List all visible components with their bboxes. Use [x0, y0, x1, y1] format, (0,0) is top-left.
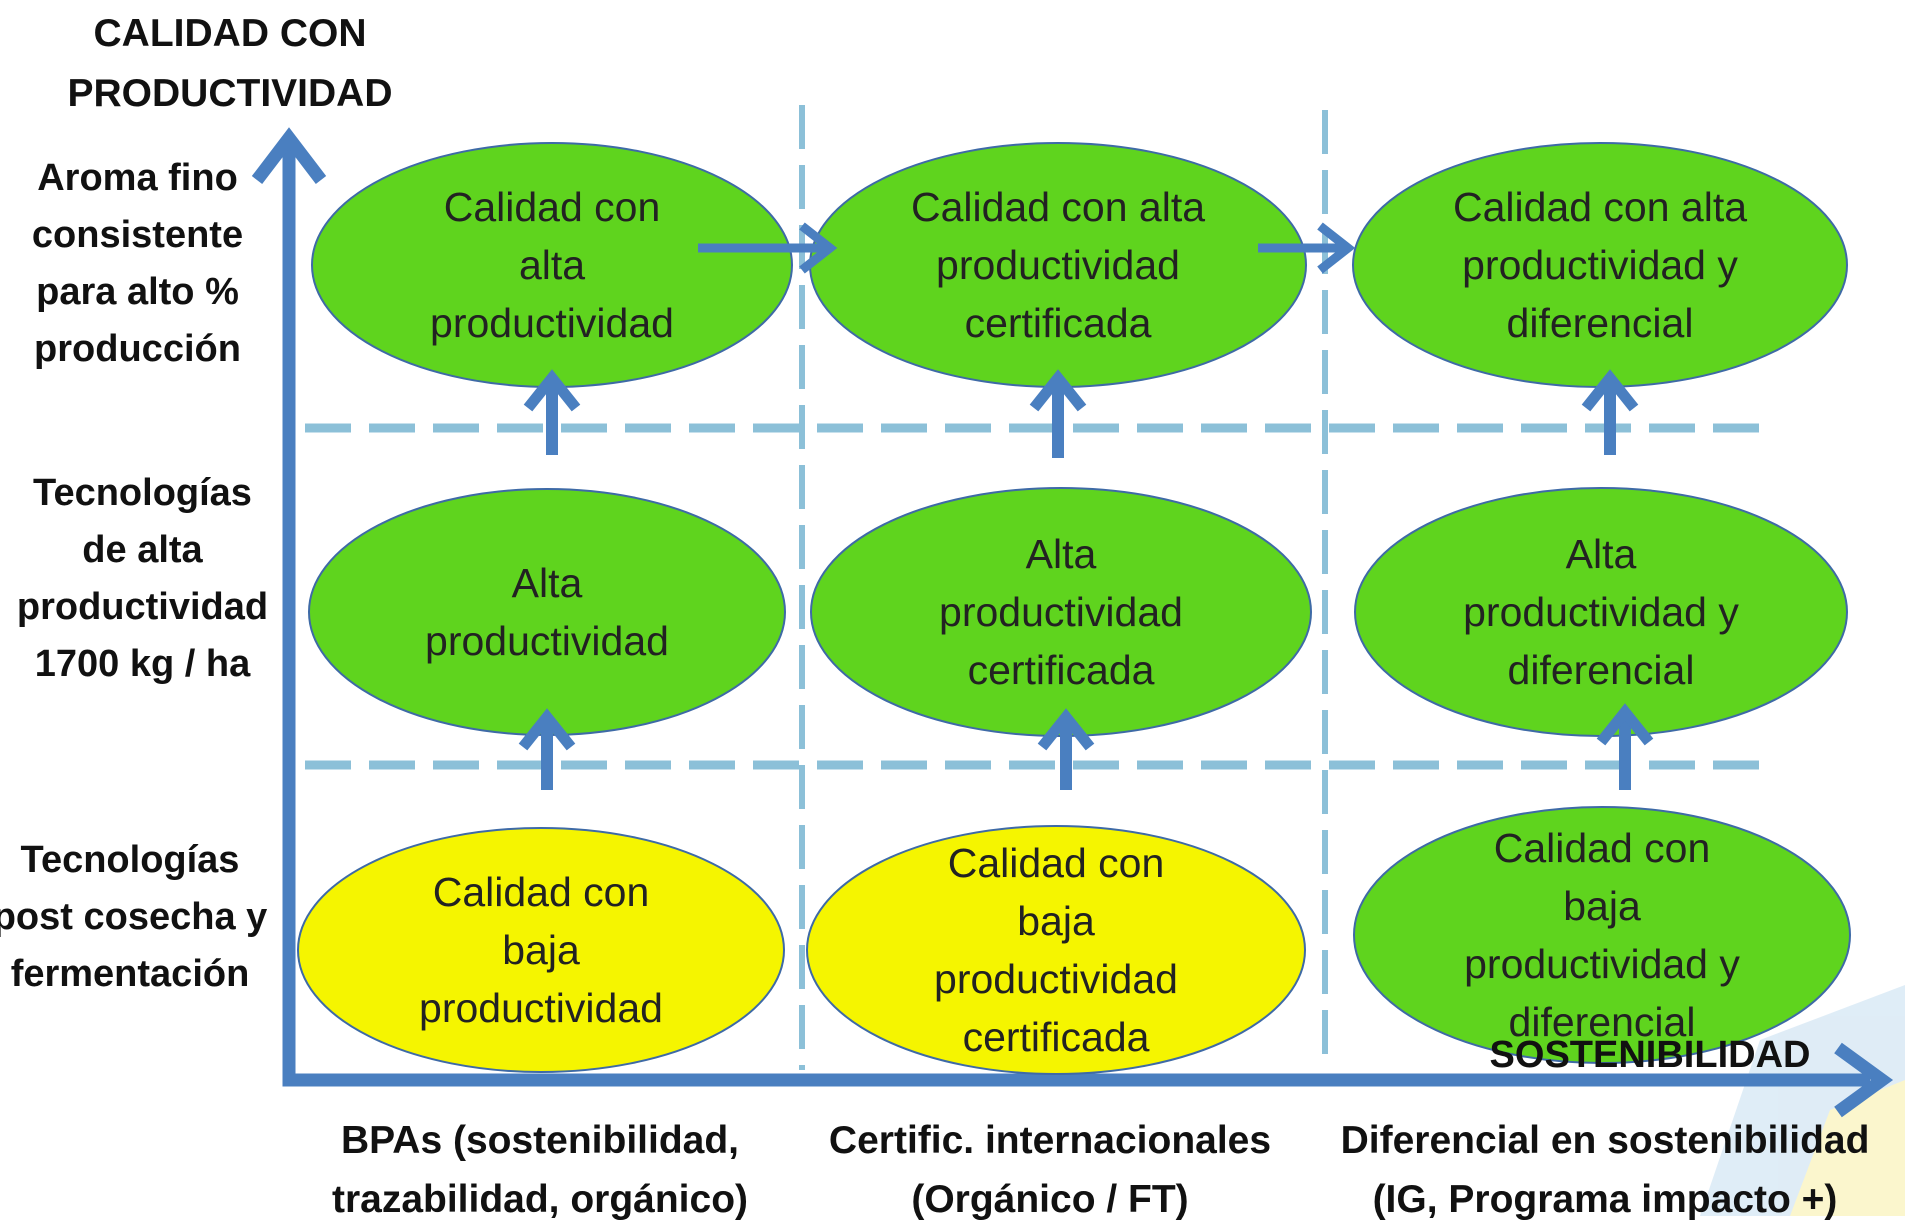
arrow-right-row1-a: [698, 222, 838, 274]
column-label-1: BPAs (sostenibilidad, trazabilidad, orgá…: [331, 1119, 749, 1221]
ellipse-text-line: productividad: [419, 985, 663, 1031]
column-label-2: Certific. internacionales (Orgánico / FT…: [828, 1119, 1272, 1221]
ellipse-text-line: baja: [1017, 898, 1095, 944]
arrow-up-col1-top: [523, 369, 581, 455]
arrow-right-row1-b: [1258, 222, 1356, 274]
cell-ellipse-6: Alta productividad y diferencial: [1354, 487, 1848, 737]
arrow-head: [799, 222, 838, 274]
cell-ellipse-8: Calidad con baja productividad certificada: [806, 825, 1306, 1075]
cell-ellipse-3: Calidad con alta productividad y diferenci…: [1352, 142, 1848, 388]
ellipse-shape: [308, 488, 786, 736]
ellipse-text-line: Calidad con: [948, 840, 1165, 886]
ellipse-text-line: diferencial: [1508, 647, 1695, 693]
cell-ellipse-9: Calidad con baja productividad y diferencia…: [1353, 806, 1851, 1064]
ellipse-text-line: Calidad con alta: [911, 184, 1205, 230]
ellipse-text-line: diferencial: [1509, 999, 1696, 1045]
ellipse-text-line: Alta: [512, 560, 583, 606]
ellipse-text-line: productividad: [430, 300, 674, 346]
ellipse-text-line: productividad: [934, 956, 1178, 1002]
ellipse-shape: [297, 827, 785, 1073]
row-label-bottom: Tecnologías post cosecha y fermentación: [0, 839, 268, 995]
progress-arrows: [518, 222, 1654, 790]
arrow-head: [1581, 369, 1639, 412]
cell-ellipse-5: Alta productividad certificada: [810, 487, 1312, 737]
x-axis-title: SOSTENIBILIDAD: [1489, 1034, 1811, 1076]
ellipse-text-line: productividad: [425, 618, 669, 664]
arrow-up-col3-bottom: [1596, 703, 1654, 790]
ellipse-text-line: productividad y: [1463, 589, 1739, 635]
arrow-head: [1029, 369, 1087, 412]
ellipse-text-line: productividad: [936, 242, 1180, 288]
column-label-3: Diferencial en sostenibilidad (IG, Progr…: [1340, 1119, 1870, 1221]
ellipse-text-line: certificada: [968, 647, 1155, 693]
row-label-middle: Tecnologías de alta productividad 1700 k…: [16, 472, 269, 685]
arrow-head: [523, 369, 581, 412]
ellipse-text-line: Alta: [1026, 531, 1097, 577]
ellipse-shape: [806, 825, 1306, 1075]
ellipse-text-line: alta: [519, 242, 585, 288]
cell-ellipse-7: Calidad con baja productividad: [297, 827, 785, 1073]
arrow-up-col2-top: [1029, 369, 1087, 458]
ellipse-text-line: baja: [502, 927, 580, 973]
y-axis-arrowhead: [251, 127, 327, 184]
ellipse-text-line: certificada: [963, 1014, 1150, 1060]
arrow-up-col3-top: [1581, 369, 1639, 455]
ellipse-text-line: Calidad con alta: [1453, 184, 1747, 230]
ellipse-text-line: Calidad con: [433, 869, 650, 915]
ellipse-shape: [1353, 806, 1851, 1064]
cell-ellipse-2: Calidad con alta productividad certificada: [809, 142, 1307, 388]
ellipse-text-line: productividad y: [1462, 242, 1738, 288]
row-label-top: Aroma fino consistente para alto % produ…: [31, 157, 244, 370]
arrow-head: [1596, 703, 1654, 746]
cell-ellipse-1: Calidad con alta productividad: [311, 142, 793, 388]
ellipse-text-line: Alta: [1566, 531, 1637, 577]
ellipse-text-line: productividad: [939, 589, 1183, 635]
cell-ellipse-4: Alta productividad: [308, 488, 786, 736]
ellipse-text-line: Calidad con: [444, 184, 661, 230]
y-axis-title: CALIDAD CON PRODUCTIVIDAD: [67, 12, 393, 116]
background-star-decoration: [1700, 985, 1905, 1216]
ellipse-text-line: productividad y: [1464, 941, 1740, 987]
arrow-head: [1037, 708, 1095, 751]
arrow-up-col1-bottom: [518, 708, 576, 790]
ellipse-text-line: certificada: [965, 300, 1152, 346]
arrow-up-col2-bottom: [1037, 708, 1095, 790]
x-axis-arrowhead: [1834, 1042, 1894, 1118]
arrow-head: [1317, 222, 1356, 274]
ellipse-text-line: diferencial: [1507, 300, 1694, 346]
ellipse-text-line: Calidad con: [1494, 825, 1711, 871]
axes: [251, 127, 1894, 1118]
arrow-head: [518, 708, 576, 751]
ellipse-text-line: baja: [1563, 883, 1641, 929]
